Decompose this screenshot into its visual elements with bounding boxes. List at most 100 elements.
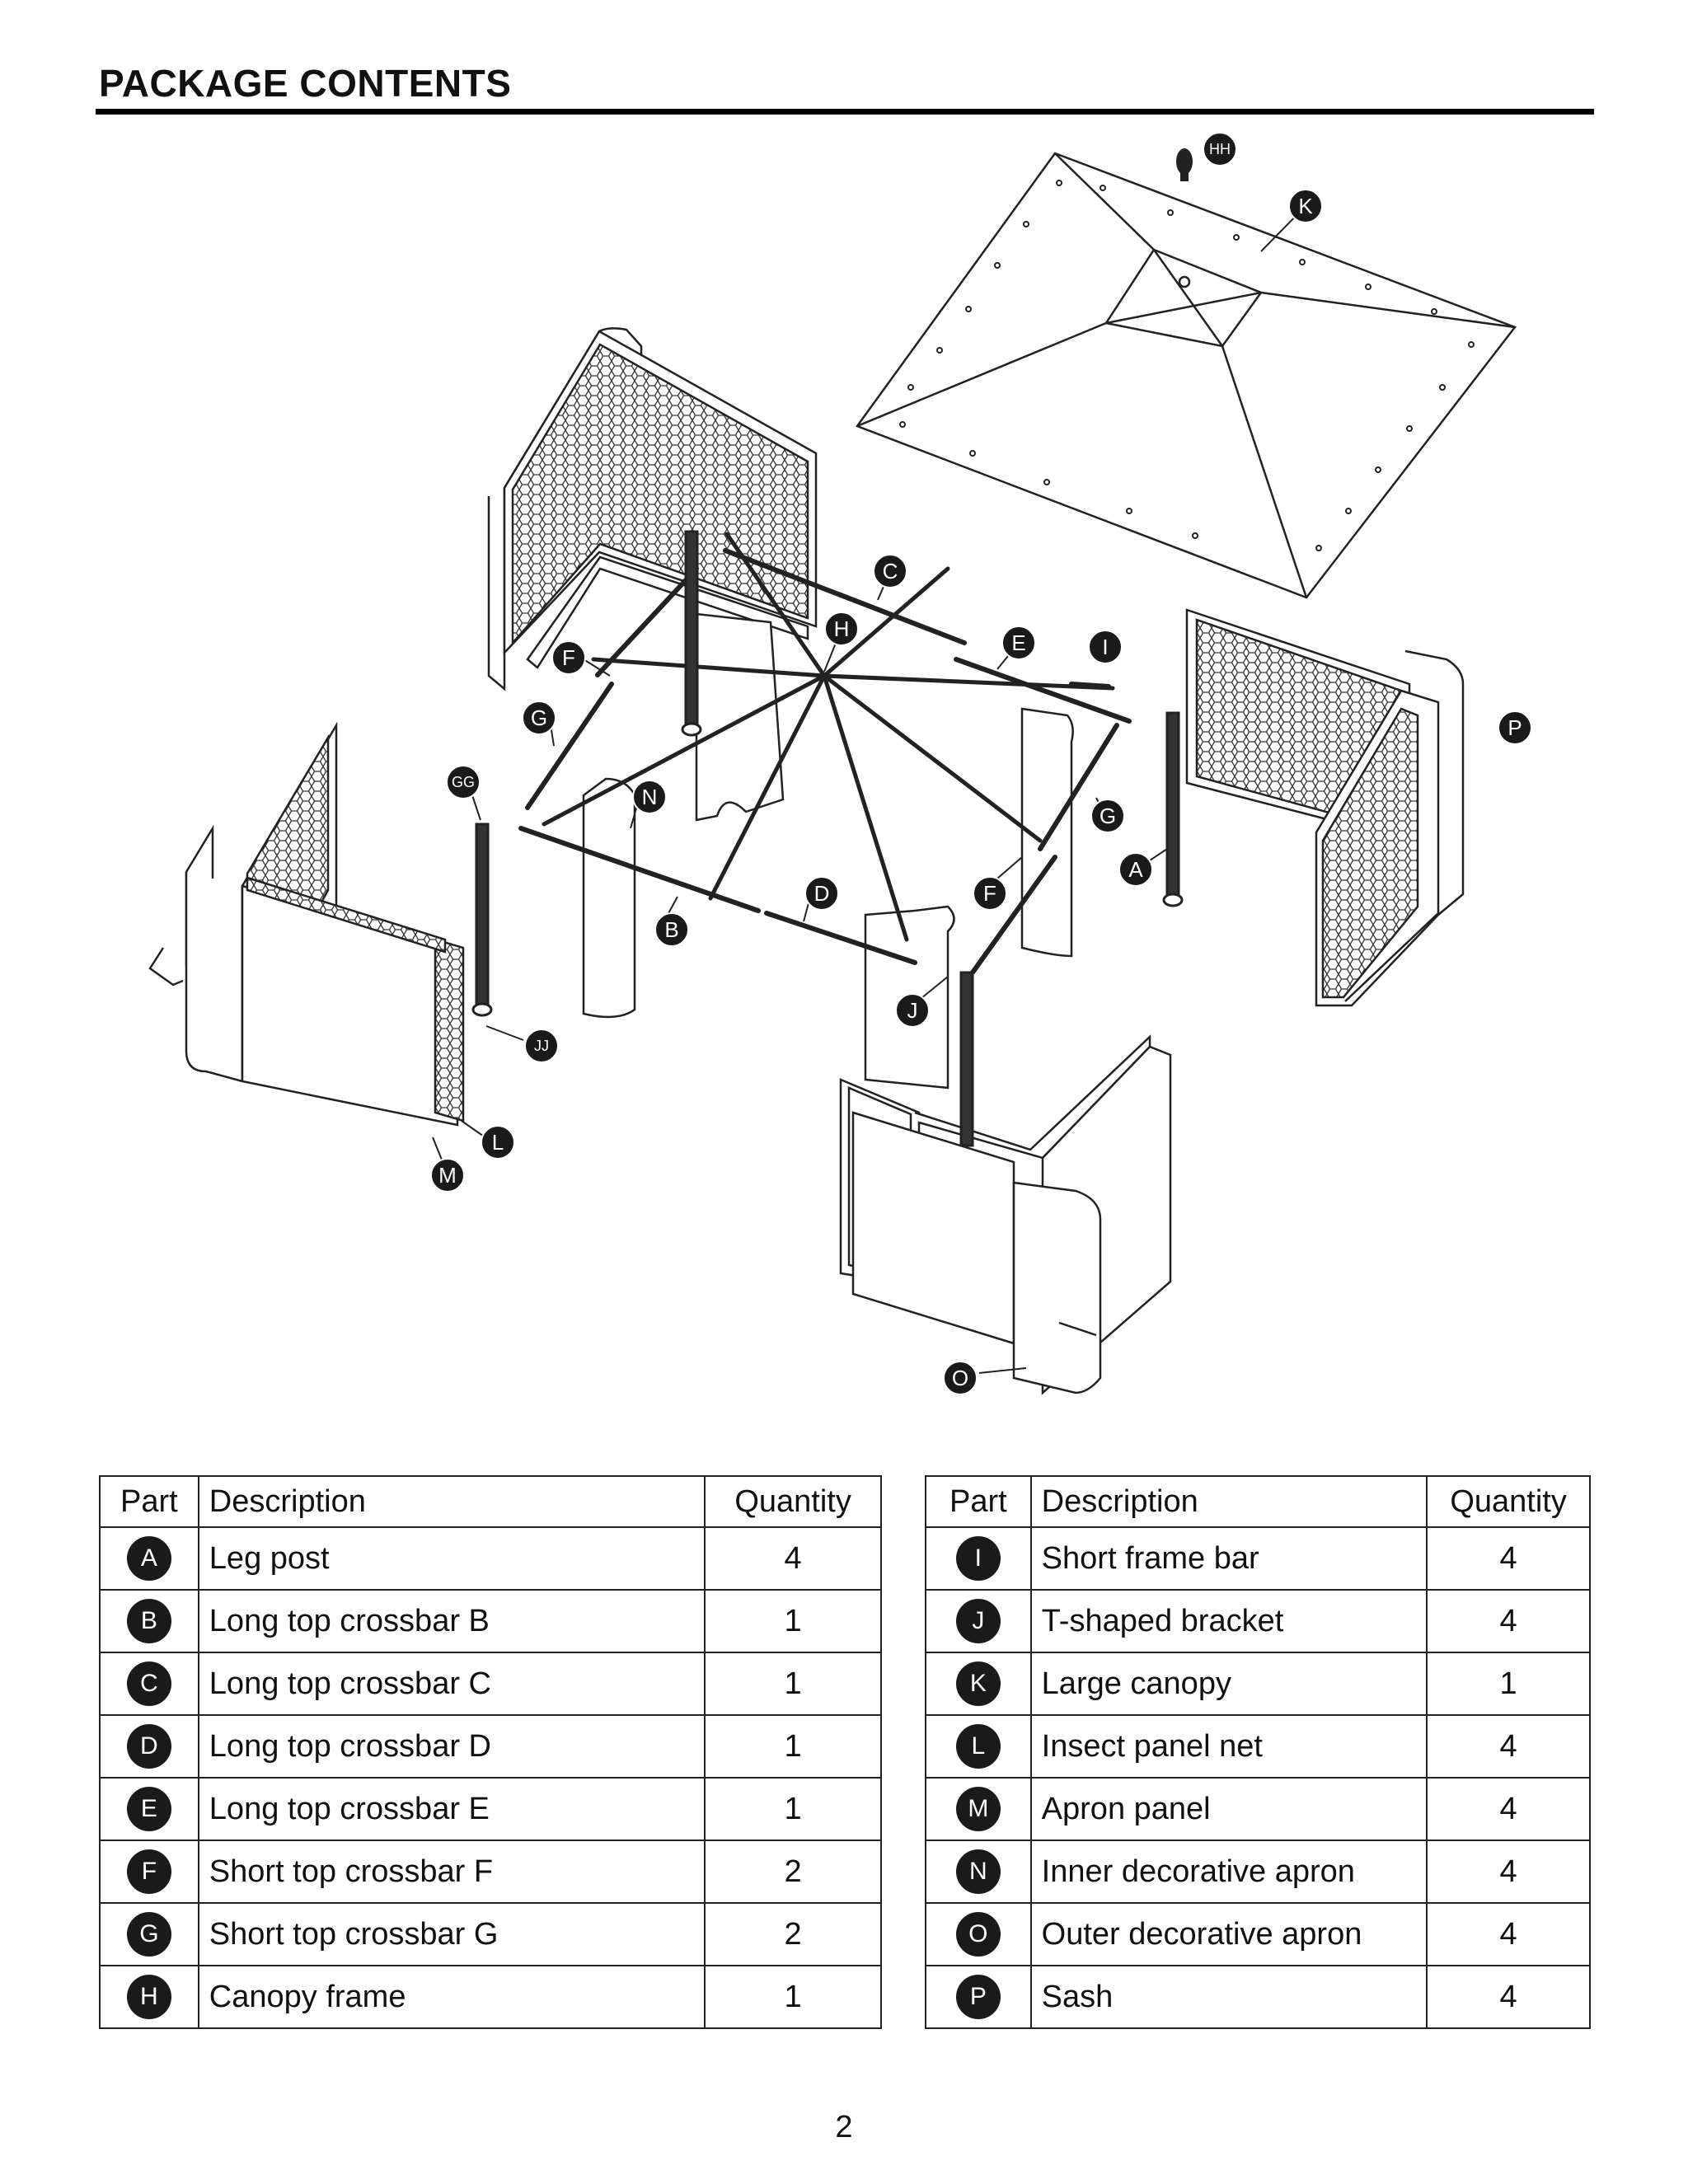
svg-text:JJ: JJ bbox=[534, 1038, 549, 1054]
callout-d: D bbox=[804, 876, 839, 911]
table-header-row: Part Description Quantity bbox=[99, 1475, 882, 1528]
svg-text:F: F bbox=[562, 645, 575, 670]
svg-text:F: F bbox=[983, 881, 996, 906]
svg-text:GG: GG bbox=[452, 774, 475, 790]
part-quantity: 4 bbox=[704, 1526, 882, 1591]
table-row: E Long top crossbar E 1 bbox=[99, 1777, 882, 1841]
table-row: B Long top crossbar B 1 bbox=[99, 1589, 882, 1653]
part-quantity: 4 bbox=[1426, 1777, 1591, 1841]
callout-a: A bbox=[1118, 852, 1153, 887]
table-row: N Inner decorative apron 4 bbox=[925, 1840, 1591, 1904]
part-badge: B bbox=[126, 1599, 171, 1643]
svg-text:H: H bbox=[834, 616, 850, 641]
part-quantity: 1 bbox=[704, 1777, 882, 1841]
title-divider bbox=[96, 109, 1594, 115]
part-badge: H bbox=[126, 1975, 171, 2019]
part-description: T-shaped bracket bbox=[1029, 1589, 1428, 1653]
part-badge: J bbox=[955, 1599, 1001, 1643]
svg-text:D: D bbox=[814, 881, 830, 906]
table-row: H Canopy frame 1 bbox=[99, 1965, 882, 2029]
callout-c: C bbox=[873, 554, 907, 588]
callout-f-2: F bbox=[973, 876, 1007, 911]
part-badge: I bbox=[955, 1536, 1001, 1581]
table-row: P Sash 4 bbox=[925, 1965, 1591, 2029]
callout-f: F bbox=[551, 640, 586, 675]
part-quantity: 1 bbox=[704, 1652, 882, 1716]
svg-text:P: P bbox=[1507, 715, 1522, 740]
table-row: L Insect panel net 4 bbox=[925, 1714, 1591, 1779]
callout-hh: HH bbox=[1203, 132, 1237, 166]
callout-b: B bbox=[654, 912, 689, 947]
part-badge: A bbox=[126, 1536, 171, 1581]
callout-e: E bbox=[1001, 626, 1036, 660]
part-badge: C bbox=[126, 1661, 171, 1706]
table-row: O Outer decorative apron 4 bbox=[925, 1902, 1591, 1966]
svg-text:M: M bbox=[438, 1163, 457, 1188]
parts-table-right: Part Description Quantity I Short frame … bbox=[925, 1475, 1591, 2029]
callout-p: P bbox=[1498, 710, 1532, 745]
canopy-frame-h-drawing bbox=[542, 532, 1115, 942]
part-description: Short top crossbar F bbox=[197, 1840, 706, 1904]
part-description: Large canopy bbox=[1029, 1652, 1428, 1716]
part-description: Insect panel net bbox=[1029, 1714, 1428, 1779]
table-row: G Short top crossbar G 2 bbox=[99, 1902, 882, 1966]
svg-text:N: N bbox=[642, 785, 658, 809]
callout-m: M bbox=[430, 1158, 465, 1193]
callout-n: N bbox=[632, 780, 667, 814]
part-badge: N bbox=[955, 1849, 1001, 1894]
callout-gg: GG bbox=[446, 765, 481, 799]
part-quantity: 4 bbox=[1426, 1714, 1591, 1779]
part-badge: M bbox=[955, 1787, 1001, 1831]
svg-text:G: G bbox=[531, 705, 547, 730]
part-description: Long top crossbar B bbox=[197, 1589, 706, 1653]
callout-k: K bbox=[1288, 189, 1323, 223]
part-quantity: 4 bbox=[1426, 1840, 1591, 1904]
front-left-panel-drawing bbox=[148, 721, 465, 1127]
frame-bars-drawing bbox=[518, 548, 1132, 975]
table-row: K Large canopy 1 bbox=[925, 1652, 1591, 1716]
table-row: J T-shaped bracket 4 bbox=[925, 1589, 1591, 1653]
table-row: A Leg post 4 bbox=[99, 1526, 882, 1591]
table-row: C Long top crossbar C 1 bbox=[99, 1652, 882, 1716]
part-badge: D bbox=[126, 1724, 171, 1769]
svg-text:I: I bbox=[1102, 635, 1108, 659]
part-badge: P bbox=[955, 1975, 1001, 2019]
svg-text:O: O bbox=[952, 1366, 968, 1390]
callout-l: L bbox=[481, 1125, 515, 1160]
column-header-part: Part bbox=[99, 1475, 199, 1528]
column-header-quantity: Quantity bbox=[1426, 1475, 1591, 1528]
back-right-panel-drawing bbox=[1185, 608, 1465, 1007]
svg-text:L: L bbox=[492, 1130, 504, 1155]
part-quantity: 1 bbox=[704, 1589, 882, 1653]
column-header-description: Description bbox=[1029, 1475, 1428, 1528]
part-description: Long top crossbar C bbox=[197, 1652, 706, 1716]
part-description: Long top crossbar E bbox=[197, 1777, 706, 1841]
part-description: Short frame bar bbox=[1029, 1526, 1428, 1591]
canopy-k-drawing bbox=[856, 152, 1517, 599]
front-right-panel-drawing bbox=[839, 1034, 1172, 1395]
page-title: PACKAGE CONTENTS bbox=[99, 62, 512, 105]
part-quantity: 1 bbox=[704, 1965, 882, 2029]
part-badge: K bbox=[955, 1661, 1001, 1706]
callout-h: H bbox=[824, 612, 859, 646]
part-description: Inner decorative apron bbox=[1029, 1840, 1428, 1904]
part-description: Outer decorative apron bbox=[1029, 1902, 1428, 1966]
svg-text:K: K bbox=[1298, 194, 1313, 218]
part-description: Leg post bbox=[197, 1526, 706, 1591]
column-header-description: Description bbox=[197, 1475, 706, 1528]
part-description: Apron panel bbox=[1029, 1777, 1428, 1841]
part-quantity: 1 bbox=[704, 1714, 882, 1779]
callout-o: O bbox=[943, 1361, 978, 1395]
part-badge: E bbox=[126, 1787, 171, 1831]
part-quantity: 1 bbox=[1426, 1652, 1591, 1716]
table-row: F Short top crossbar F 2 bbox=[99, 1840, 882, 1904]
part-description: Sash bbox=[1029, 1965, 1428, 2029]
part-badge: G bbox=[126, 1912, 171, 1957]
back-left-panel-drawing bbox=[487, 327, 818, 691]
svg-text:C: C bbox=[883, 559, 898, 583]
part-quantity: 2 bbox=[704, 1840, 882, 1904]
column-header-part: Part bbox=[925, 1475, 1032, 1528]
svg-text:G: G bbox=[1100, 804, 1116, 828]
part-description: Canopy frame bbox=[197, 1965, 706, 2029]
part-quantity: 2 bbox=[704, 1902, 882, 1966]
